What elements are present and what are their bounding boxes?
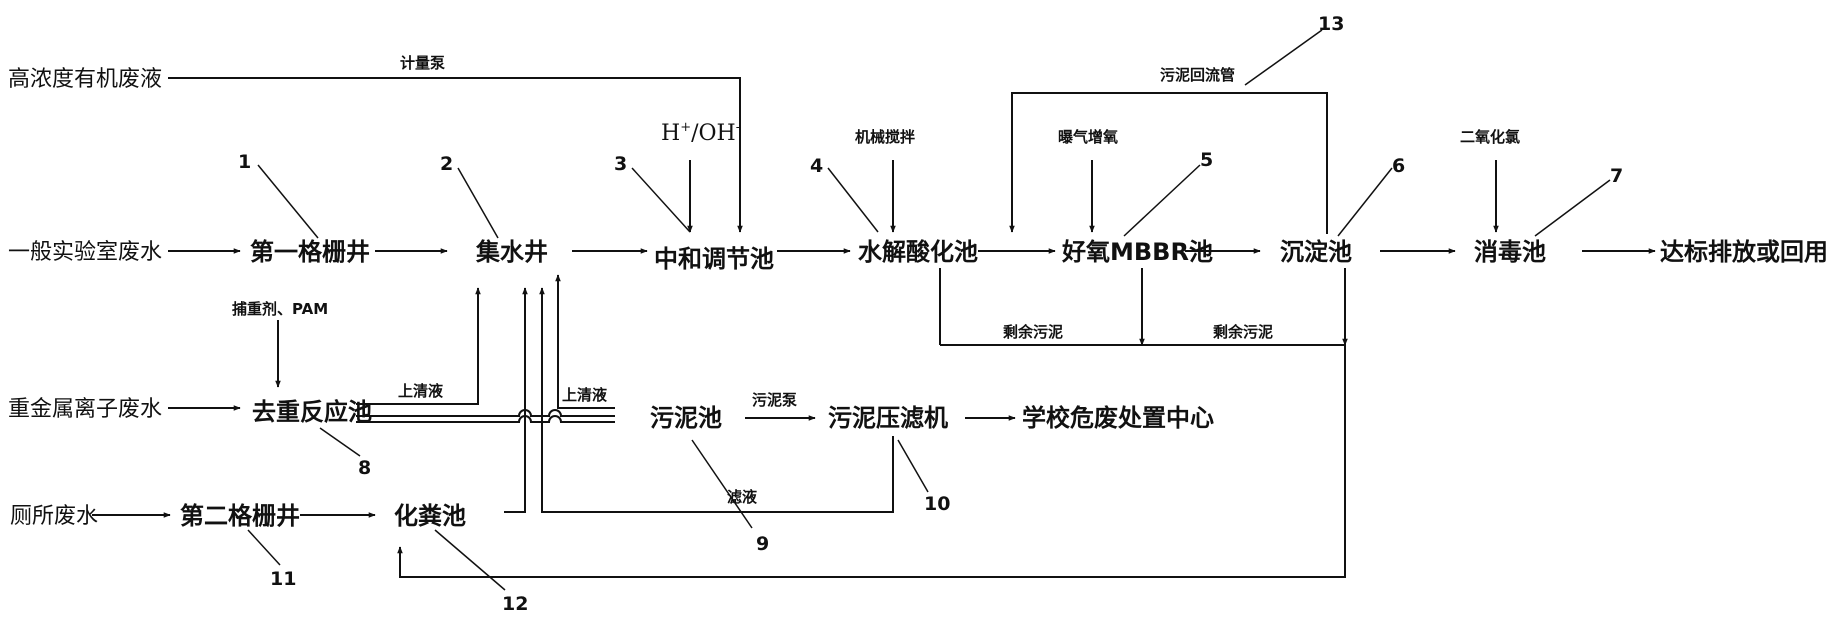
leader-4 [827, 167, 879, 233]
line-filtrate [539, 287, 894, 513]
leader-7 [1534, 179, 1611, 237]
leader-1 [257, 164, 319, 239]
line-supernatant-2 [555, 274, 615, 409]
callout-13: 13 [1318, 13, 1344, 35]
callout-4: 4 [810, 155, 823, 177]
unit-collection-well: 集水井 [475, 238, 548, 266]
callout-10: 10 [924, 493, 950, 515]
label-supernatant-2: 上清液 [562, 386, 608, 404]
line-septic-to-well [504, 287, 528, 513]
leader-3 [631, 167, 691, 233]
callout-8: 8 [358, 457, 371, 479]
source-heavy-metal: 重金属离子废水 [8, 397, 162, 422]
leader-10 [897, 439, 929, 493]
callout-9: 9 [756, 533, 769, 555]
label-metering-pump: 计量泵 [400, 54, 445, 72]
callout-6: 6 [1392, 155, 1405, 177]
source-general: 一般实验室废水 [8, 240, 162, 265]
unit-neutralization: 中和调节池 [654, 245, 774, 273]
label-supernatant-1: 上清液 [398, 382, 444, 400]
callout-2: 2 [440, 153, 453, 175]
unit-septic-tank: 化粪池 [394, 502, 466, 530]
unit-hydrolysis: 水解酸化池 [858, 238, 978, 266]
leader-2 [457, 167, 499, 239]
leader-5 [1123, 164, 1201, 237]
unit-labels: 第一格栅井 集水井 中和调节池 水解酸化池 好氧MBBR池 沉淀池 消毒池 达标… [180, 238, 1828, 530]
label-chlorine-dioxide: 二氧化氯 [1460, 128, 1520, 146]
line-sludge-return [1009, 92, 1328, 234]
callout-12: 12 [502, 593, 528, 615]
label-sludge-return: 污泥回流管 [1160, 66, 1235, 84]
leader-11 [247, 529, 281, 566]
line-organic-to-neutralization [168, 77, 743, 233]
leader-6 [1337, 167, 1393, 237]
callout-1: 1 [238, 151, 251, 173]
leader-13 [1244, 29, 1323, 86]
label-ph-mid: /OH [691, 121, 736, 146]
leader-8 [319, 427, 361, 457]
callout-7: 7 [1610, 165, 1623, 187]
flow-lines [92, 29, 1656, 591]
line-supernatant-1 [356, 287, 481, 405]
unit-hazwaste-center: 学校危废处置中心 [1022, 404, 1214, 432]
unit-disinfection: 消毒池 [1474, 238, 1546, 266]
label-ph-plus: + [680, 120, 691, 135]
callout-5: 5 [1200, 149, 1213, 171]
label-ph-adjust: H+/OH- [661, 120, 740, 146]
label-chelating-agent: 捕重剂、PAM [232, 300, 328, 318]
line-tank-to-sludge-1 [356, 409, 615, 417]
label-aeration: 曝气增氧 [1058, 128, 1118, 146]
callout-3: 3 [614, 153, 627, 175]
unit-sedimentation: 沉淀池 [1280, 238, 1352, 266]
line-tank-to-sludge-2 [356, 415, 615, 423]
unit-screen2: 第二格栅井 [180, 502, 300, 530]
callout-numbers: 1 2 3 4 5 6 7 8 9 10 11 12 13 [238, 13, 1623, 615]
annotation-labels: 计量泵 H+/OH- 机械搅拌 曝气增氧 二氧化氯 污泥回流管 剩余污泥 剩余污… [232, 54, 1520, 506]
source-toilet: 厕所废水 [10, 504, 98, 529]
label-ph-h: H [661, 121, 680, 146]
label-filtrate: 滤液 [727, 488, 758, 506]
label-mechanical-stirring: 机械搅拌 [855, 128, 915, 146]
unit-discharge: 达标排放或回用 [1660, 238, 1828, 266]
unit-sludge-tank: 污泥池 [650, 404, 722, 432]
label-ph-minus: - [736, 120, 740, 135]
unit-screen1: 第一格栅井 [250, 238, 370, 266]
unit-filter-press: 污泥压滤机 [828, 404, 948, 432]
label-excess-sludge-1: 剩余污泥 [1003, 323, 1063, 341]
leader-9 [691, 439, 753, 529]
source-organic: 高浓度有机废液 [8, 67, 162, 92]
line-sludge-to-septic [397, 345, 1346, 578]
leader-12 [434, 529, 506, 591]
unit-mbbr: 好氧MBBR池 [1061, 238, 1213, 266]
label-excess-sludge-2: 剩余污泥 [1213, 323, 1273, 341]
callout-11: 11 [270, 568, 296, 590]
unit-heavy-metal-tank: 去重反应池 [252, 398, 372, 426]
source-labels: 高浓度有机废液 一般实验室废水 重金属离子废水 厕所废水 [8, 67, 162, 529]
label-sludge-pump: 污泥泵 [752, 391, 797, 409]
